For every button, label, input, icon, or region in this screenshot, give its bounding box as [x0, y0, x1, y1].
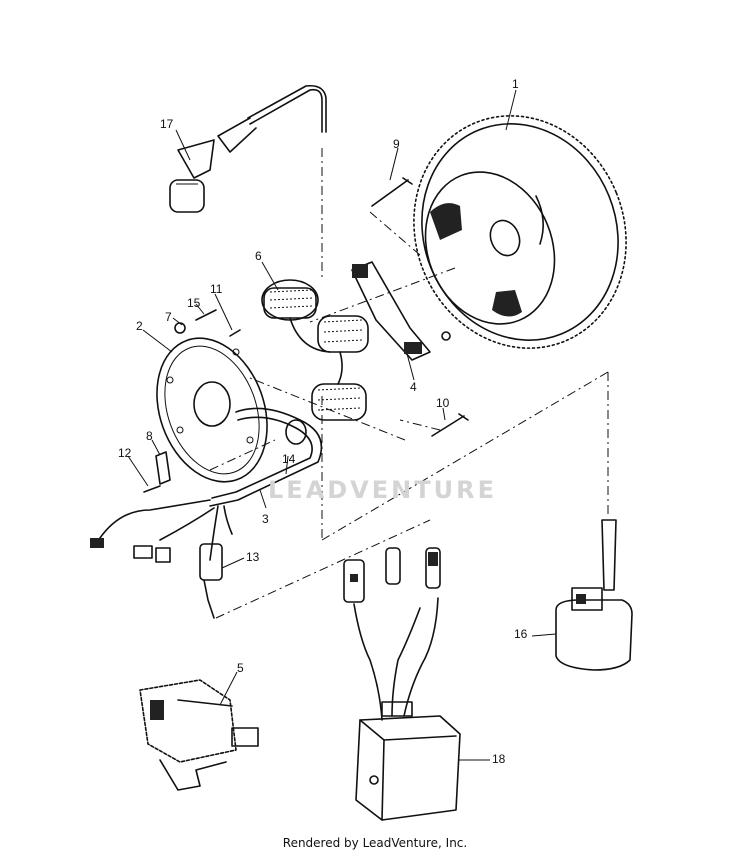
- pulser-coil-part: [351, 261, 451, 361]
- callout-3: 3: [262, 512, 269, 526]
- callout-11: 11: [210, 282, 223, 296]
- footer-credit: Rendered by LeadVenture, Inc.: [282, 836, 468, 850]
- callout-16: 16: [514, 627, 528, 641]
- callout-6: 6: [255, 249, 262, 263]
- leader-lines: [127, 89, 557, 761]
- callout-7: 7: [165, 310, 172, 324]
- callout-13: 13: [246, 550, 260, 564]
- callout-14: 14: [282, 452, 296, 466]
- callout-2: 2: [136, 319, 143, 333]
- callout-18: 18: [492, 752, 506, 766]
- rectifier-part: [139, 679, 259, 791]
- wire-harness-part: [90, 407, 323, 619]
- alignment-lines: [209, 148, 609, 619]
- coil-assembly-part: [261, 279, 369, 421]
- callout-10: 10: [436, 396, 450, 410]
- callout-15: 15: [187, 296, 201, 310]
- ignition-coil-part: [555, 519, 633, 671]
- callout-8: 8: [146, 429, 153, 443]
- callout-12: 12: [118, 446, 132, 460]
- leadventure-watermark: LEADVENTURE: [268, 476, 497, 504]
- stator-plate-part: [156, 337, 268, 483]
- bolts: [143, 177, 469, 493]
- callout-5: 5: [237, 661, 244, 675]
- spark-plug-cap-part: [169, 84, 327, 213]
- cdi-unit-part: [343, 547, 461, 821]
- callout-1: 1: [512, 77, 519, 91]
- callout-4: 4: [410, 380, 417, 394]
- flywheel-part: [413, 115, 627, 349]
- callout-9: 9: [393, 137, 400, 151]
- callout-17: 17: [160, 117, 174, 131]
